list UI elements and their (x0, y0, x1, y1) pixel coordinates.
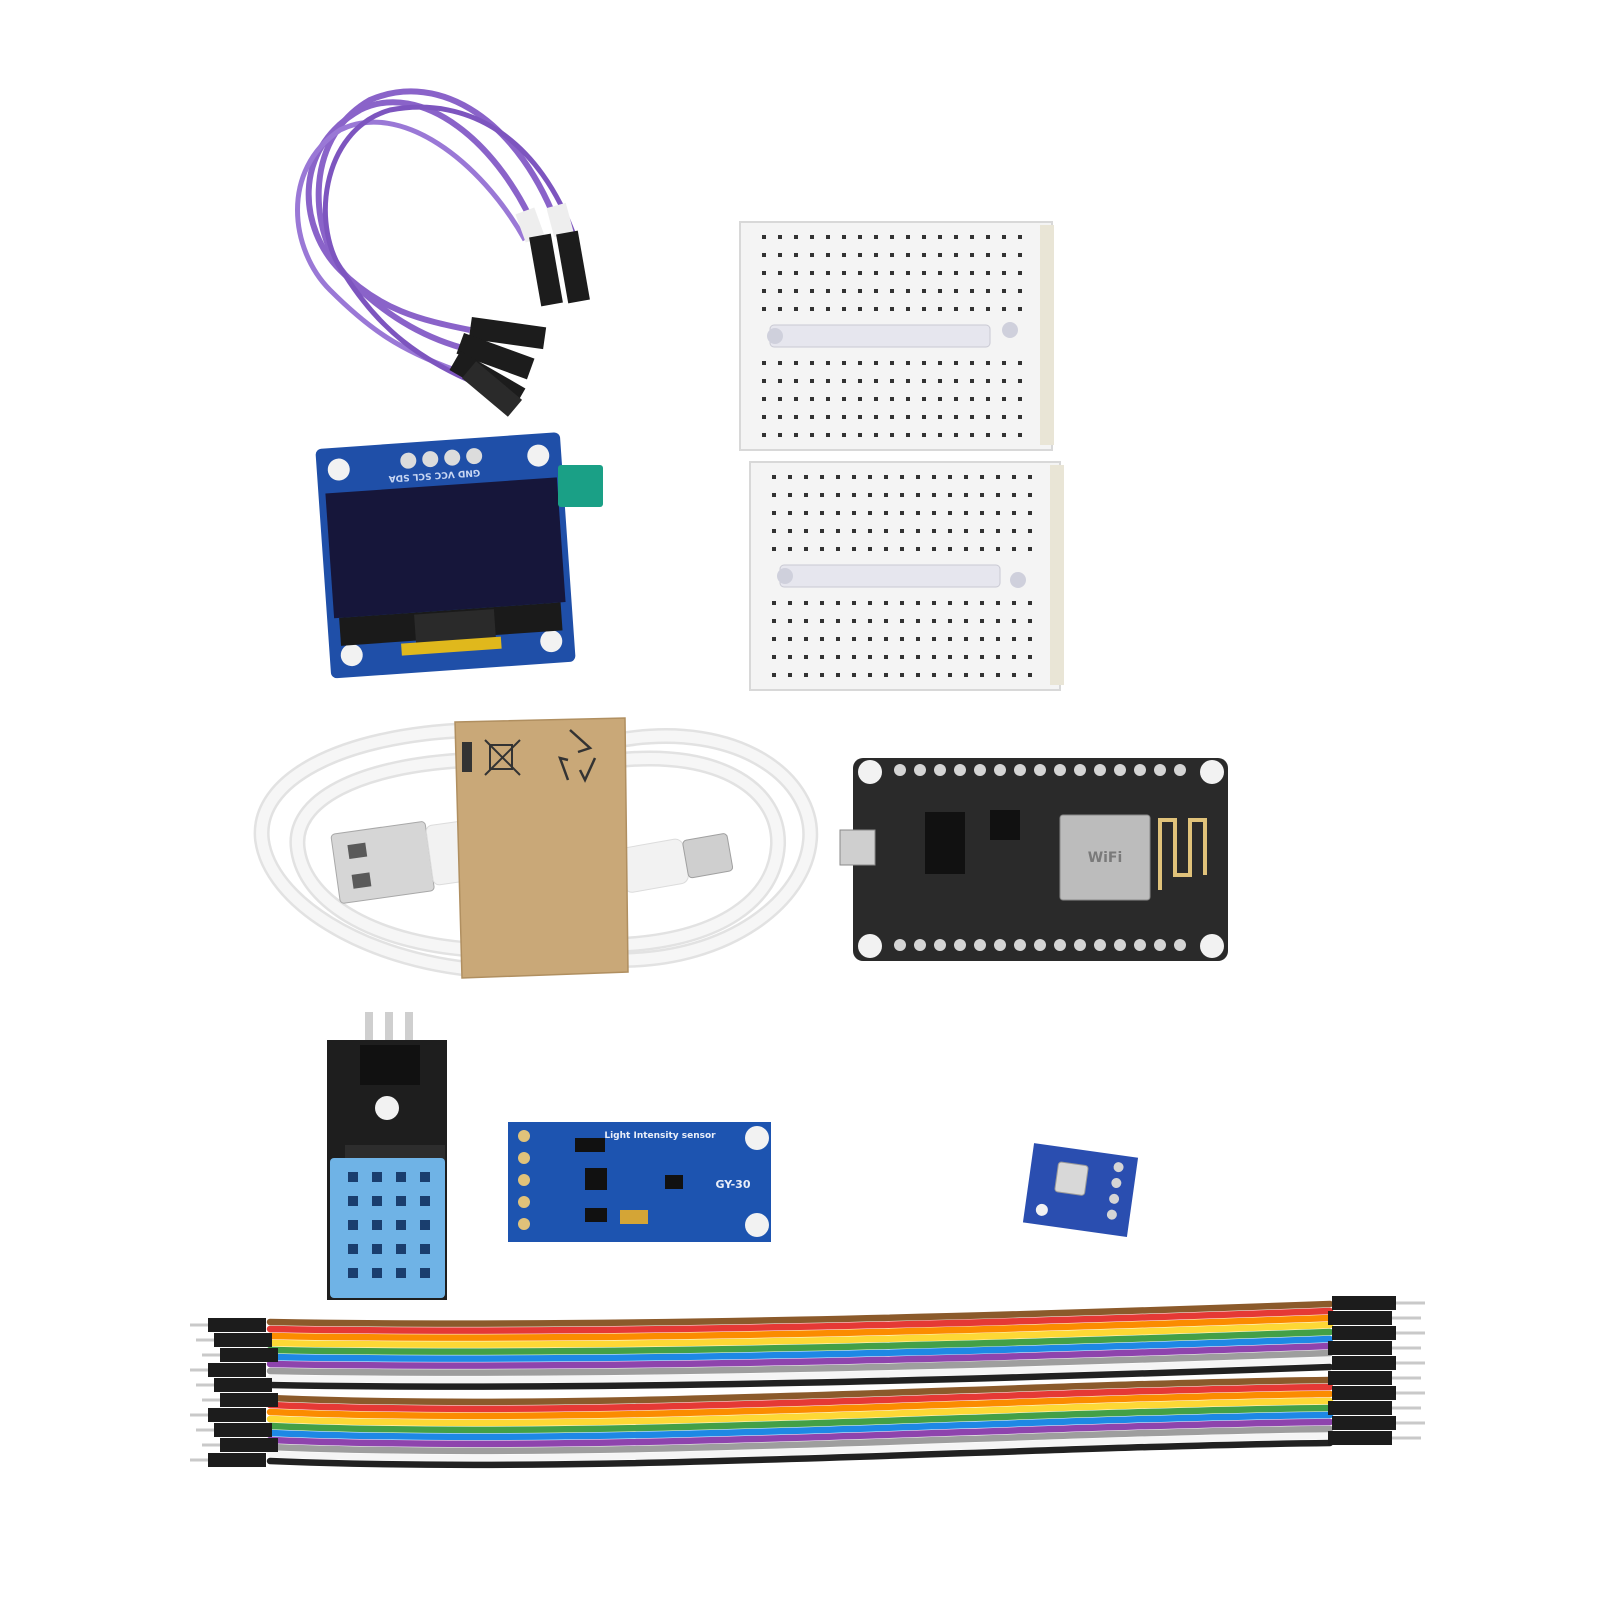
esp12-module-shield (1059, 814, 1151, 901)
mini-breadboard-bottom (749, 461, 1064, 691)
mini-breadboard-top (739, 221, 1054, 451)
gy30-title-text: Light Intensity sensor (604, 1131, 716, 1141)
esp12-module-label: WiFi (1088, 850, 1123, 866)
nodemcu-micro-usb-port (839, 829, 876, 866)
oled-protective-tab (558, 465, 603, 507)
gy30-header-pins (518, 1130, 530, 1230)
wifi-antenna-trace (1158, 818, 1207, 890)
gy30-light-sensor: Light Intensity sensor GY-30 (508, 1122, 771, 1242)
bmp-header-holes (1106, 1162, 1124, 1220)
usb-cable (253, 717, 819, 979)
jumper-wire-ribbon (190, 1296, 1425, 1469)
weee-bin-icon (484, 739, 521, 776)
bmp-pressure-sensor (1022, 1143, 1139, 1237)
breadboard-bottom-holes (772, 475, 1032, 677)
dht11-vent-grid (348, 1172, 430, 1278)
breadboard-top-holes (762, 235, 1022, 437)
recycle-icon (558, 729, 597, 783)
nodemcu-bottom-header (894, 939, 1186, 951)
micro-usb-plug (618, 833, 734, 893)
nodemcu-top-header (894, 764, 1186, 776)
oled-display-module: GND VCC SCL SDA (315, 432, 576, 679)
gy30-model-label: GY-30 (715, 1178, 750, 1191)
nodemcu-esp8266-board: WiFi (839, 758, 1228, 961)
kraft-paper-sleeve (454, 717, 629, 979)
dupont-4pin-cable (295, 88, 590, 417)
dht11-sensor-module (327, 1012, 447, 1300)
